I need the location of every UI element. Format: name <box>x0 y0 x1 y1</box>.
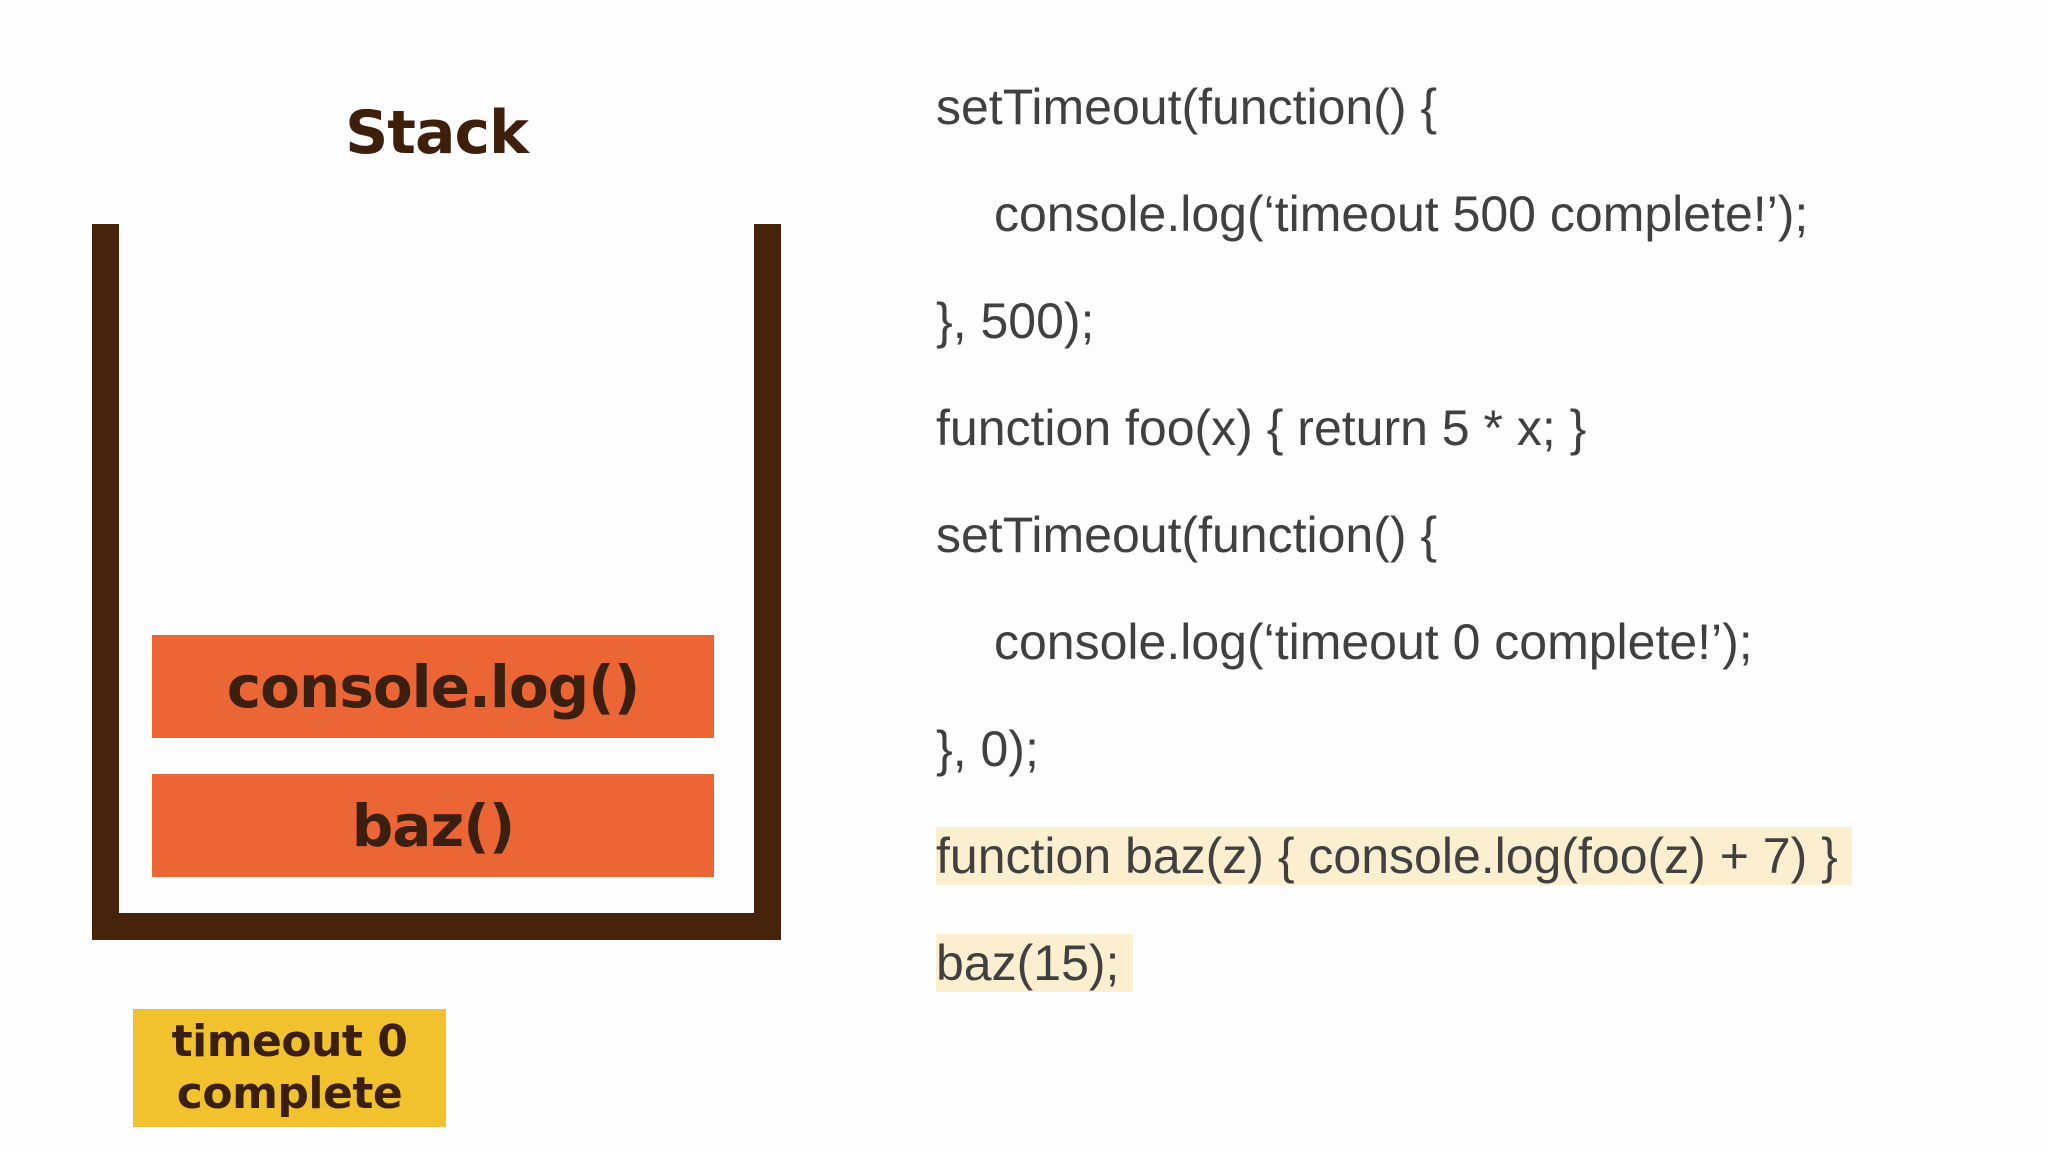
stack-title: Stack <box>345 98 529 168</box>
callback-timeout-0-complete: timeout 0 complete <box>133 1009 446 1127</box>
callback-label-line1: timeout 0 <box>171 1016 408 1067</box>
callback-label-line2: complete <box>176 1068 403 1119</box>
stack-left-wall <box>92 224 119 940</box>
code-line: }, 0); <box>936 721 1039 777</box>
stack-frame-baz: baz() <box>152 774 714 877</box>
stack-right-wall <box>754 224 781 940</box>
code-line: function foo(x) { return 5 * x; } <box>936 400 1587 456</box>
stack-bottom-wall <box>92 913 781 940</box>
code-line-highlighted: baz(15); <box>936 934 1134 992</box>
code-line: }, 500); <box>936 293 1095 349</box>
stack-frame-console-log: console.log() <box>152 635 714 738</box>
code-line: setTimeout(function() { <box>936 79 1438 135</box>
code-line-highlighted: function baz(z) { console.log(foo(z) + 7… <box>936 827 1852 885</box>
code-line: console.log(‘timeout 0 complete!’); <box>994 614 1753 670</box>
code-line: setTimeout(function() { <box>936 507 1438 563</box>
code-line: console.log(‘timeout 500 complete!’); <box>994 186 1809 242</box>
